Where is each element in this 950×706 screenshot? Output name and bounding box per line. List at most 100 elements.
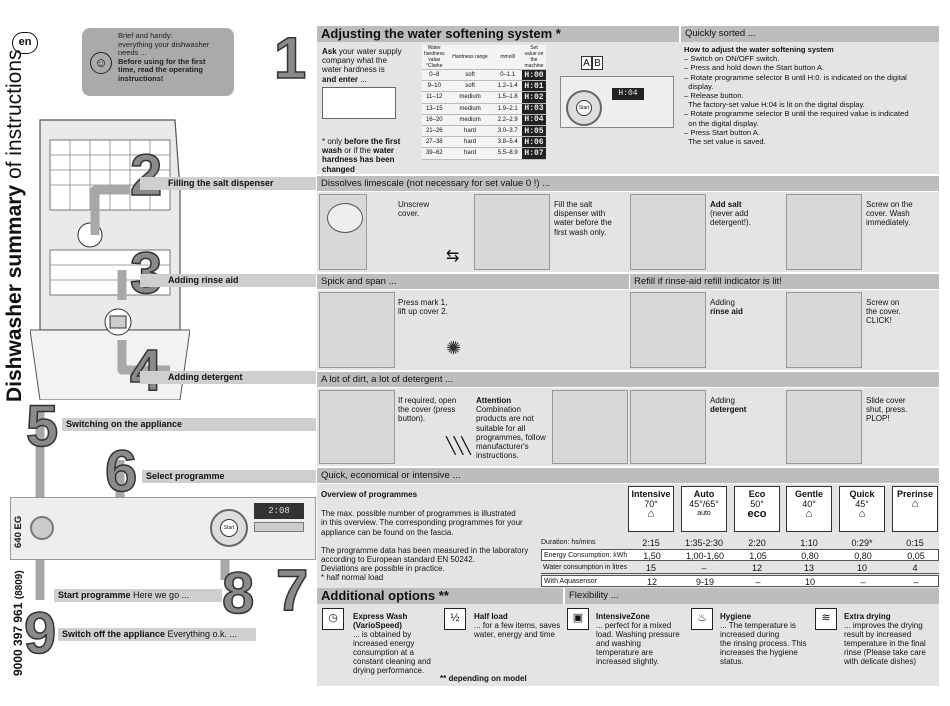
salt-fill-water-image <box>474 194 550 270</box>
programme-value: 1,00-1,60 <box>685 551 725 561</box>
programme-value: – <box>755 577 761 587</box>
programme-name: Quick <box>849 489 875 499</box>
hardness-cell: 13–15 <box>422 103 447 115</box>
programme-name: Eco <box>748 489 766 499</box>
hardness-cell: 1.2–1.4 <box>493 80 522 93</box>
programme-value: 0,05 <box>907 551 925 561</box>
hardness-cell: 9–10 <box>422 80 447 93</box>
hardness-cell: hard <box>446 136 494 149</box>
programme-value: 10 <box>856 563 867 573</box>
hardness-cell: 3.0–3.7 <box>493 125 522 138</box>
programme-value: 4 <box>912 563 918 573</box>
step-9-label: Switch off the appliance Everything o.k.… <box>58 628 256 641</box>
programme-value: 12 <box>751 563 762 573</box>
step-9-number: 9 <box>23 601 57 666</box>
on-off-button[interactable] <box>30 516 54 540</box>
language-badge: en <box>12 32 38 54</box>
hardness-cell: 3.8–5.4 <box>493 136 522 149</box>
set-value-display: H:04 <box>522 114 546 126</box>
programme-value: – <box>860 577 866 587</box>
programme-prerinse: Prerinse⌂ <box>892 486 938 532</box>
col-mmol: mmol/l <box>493 45 522 70</box>
how-to-line: The factory-set value H:04 is lit on the… <box>684 100 865 110</box>
extra-drying-icon: ≋ <box>815 608 837 630</box>
dish-icon: ⌂ <box>911 498 919 510</box>
auto-sub: auto <box>697 510 711 517</box>
step-2-header: Dissolves limescale (not necessary for s… <box>317 176 939 191</box>
programme-value: 1:35-2:30 <box>684 538 724 548</box>
step-3-header: Spick and span ... <box>317 274 629 289</box>
programme-value: 0:29* <box>851 538 873 548</box>
rinse-step1-text: Press mark 1,lift up cover 2. <box>398 298 448 317</box>
programme-value: 9-19 <box>695 577 714 587</box>
hardness-cell: 21–26 <box>422 125 447 138</box>
step-5-label: Switching on the appliance <box>62 418 316 431</box>
step-4-number: 4 <box>129 341 163 401</box>
fascia-start-button: Start <box>576 100 592 116</box>
how-to-line: – Press Start button A. <box>684 127 760 137</box>
det-add-image <box>630 390 706 464</box>
programme-temp: 40° <box>802 499 816 509</box>
set-value-display: H:07 <box>522 147 546 160</box>
programme-name: Prerinse <box>896 489 934 499</box>
model-label: 640 EG <box>13 515 24 548</box>
hardness-cell: 1.5–1.8 <box>493 91 522 104</box>
programme-value: 1,05 <box>749 551 767 561</box>
step-6-number: 6 <box>104 439 138 504</box>
hygiene-icon: ♨ <box>691 608 713 630</box>
hardness-cell: medium <box>446 103 494 115</box>
set-value-display: H:02 <box>522 91 546 104</box>
col-clarke: Water hardness value °Clarke <box>422 45 447 70</box>
eco-sub: eco <box>747 508 767 520</box>
intensive-zone-icon: ▣ <box>567 608 589 630</box>
programme-value: 13 <box>803 563 814 573</box>
programme-temp: 50° <box>750 499 764 509</box>
rinse-close-image <box>786 292 862 368</box>
step-1-header-right: Quickly sorted ... <box>681 26 939 42</box>
det-tab-image <box>552 390 628 464</box>
step-5-number: 5 <box>25 394 59 459</box>
step-2-label: Filling the salt dispenser <box>140 177 316 190</box>
how-to-line: on the digital display. <box>684 118 759 128</box>
set-value-display: H:00 <box>522 69 546 82</box>
step-7-number: 7 <box>275 558 309 623</box>
hardness-cell: 0–1.1 <box>493 69 522 82</box>
how-to-line: – Switch on ON/OFF switch. <box>684 54 780 64</box>
salt-add-image <box>630 194 706 270</box>
how-to-line: – Release button. <box>684 91 744 101</box>
programme-name: Intensive <box>631 489 671 499</box>
hardness-cell: 11–12 <box>422 91 447 104</box>
hardness-cell: 2.2–2.9 <box>493 114 522 126</box>
panel-start-button[interactable]: Start <box>220 519 238 537</box>
how-to-line: – Rotate programme selector B until the … <box>684 109 909 119</box>
hardness-cell: 1.9–2.1 <box>493 103 522 115</box>
step-4-header: A lot of dirt, a lot of detergent ... <box>317 372 939 387</box>
hardness-cell: 16–20 <box>422 114 447 126</box>
intro-text: Brief and handy:everything your dishwash… <box>118 31 210 83</box>
express-wash-icon: ◷ <box>322 608 344 630</box>
step-7-header-right: Flexibility ... <box>565 588 939 604</box>
panel-display: 2:08 <box>254 503 304 519</box>
programme-value: 15 <box>645 563 656 573</box>
programme-value: 12 <box>646 577 657 587</box>
step-7-header: Additional options ** <box>317 588 563 604</box>
hardness-cell: hard <box>446 147 494 160</box>
set-value-display: H:06 <box>522 136 546 149</box>
half-load-icon: ½ <box>444 608 466 630</box>
programme-name: Auto <box>693 489 715 499</box>
